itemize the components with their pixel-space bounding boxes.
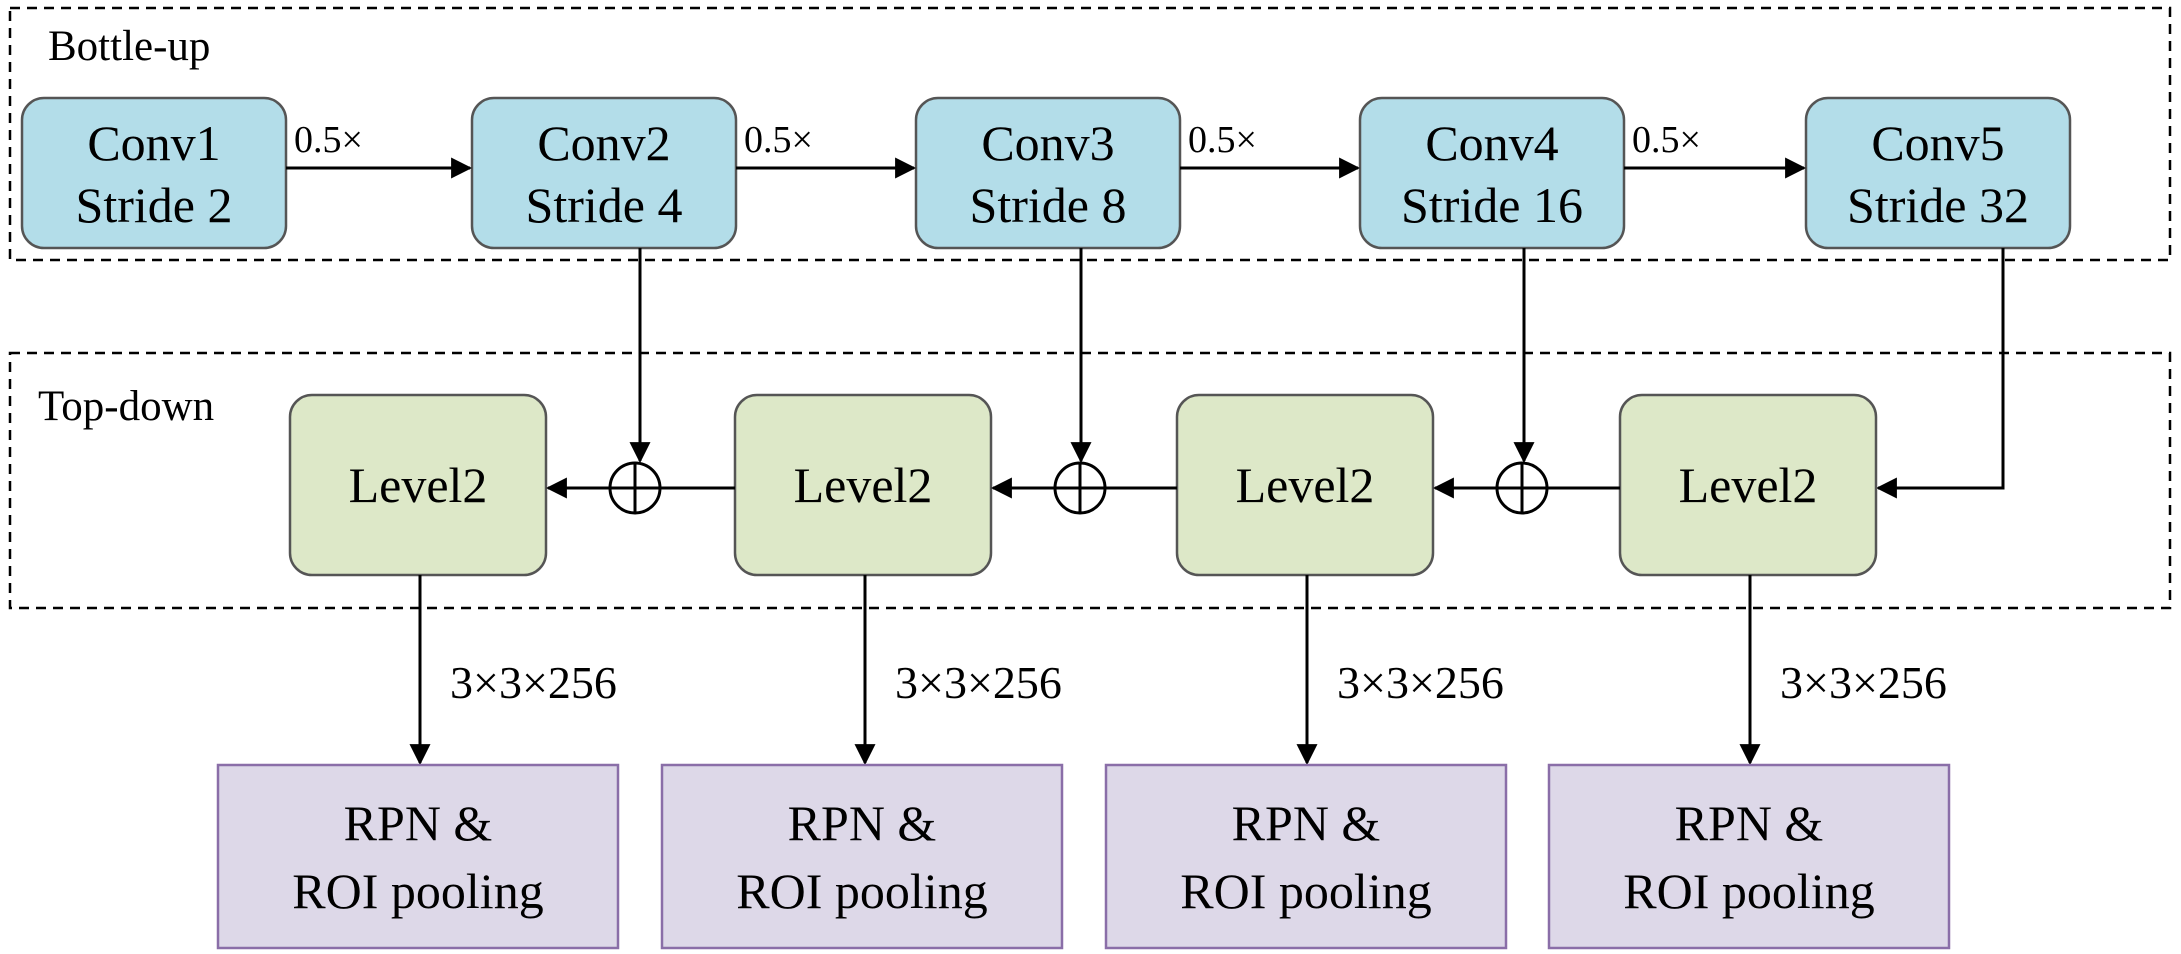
top-down-label: Top-down bbox=[38, 383, 214, 430]
sum-node bbox=[1495, 461, 1549, 515]
conv-arrows: 0.5× 0.5× 0.5× 0.5× bbox=[286, 119, 1807, 179]
head-block-line2: ROI pooling bbox=[1180, 863, 1431, 919]
downsample-label: 0.5× bbox=[744, 119, 813, 161]
level-blocks: Level2 Level2 Level2 Level2 bbox=[288, 393, 1878, 577]
conv-block-name: Conv2 bbox=[537, 115, 670, 171]
level-block-name: Level2 bbox=[794, 457, 933, 513]
sum-nodes bbox=[545, 461, 1620, 515]
conv-block-name: Conv3 bbox=[981, 115, 1114, 171]
kernel-label: 3×3×256 bbox=[895, 657, 1062, 708]
head-block-box bbox=[660, 763, 1064, 950]
conv-block-box bbox=[20, 96, 288, 250]
head-block-1: RPN & ROI pooling bbox=[216, 763, 620, 950]
downsample-label: 0.5× bbox=[1632, 119, 1701, 161]
conv-block-stride: Stride 8 bbox=[970, 177, 1127, 233]
head-block-line2: ROI pooling bbox=[292, 863, 543, 919]
conv-block-name: Conv5 bbox=[1871, 115, 2004, 171]
level-block-2: Level2 bbox=[733, 393, 993, 577]
head-block-box bbox=[216, 763, 620, 950]
level-block-4: Level2 bbox=[1618, 393, 1878, 577]
head-block-box bbox=[1104, 763, 1508, 950]
level-block-name: Level2 bbox=[1679, 457, 1818, 513]
head-block-box bbox=[1547, 763, 1951, 950]
lateral-connections bbox=[629, 248, 2005, 499]
level-block-1: Level2 bbox=[288, 393, 548, 577]
conv-block-name: Conv1 bbox=[87, 115, 220, 171]
bottom-up-label: Bottle-up bbox=[48, 23, 210, 70]
conv-block-stride: Stride 4 bbox=[526, 177, 683, 233]
downsample-label: 0.5× bbox=[294, 119, 363, 161]
head-block-line2: ROI pooling bbox=[736, 863, 987, 919]
top-down-frame bbox=[8, 351, 2172, 610]
head-block-line1: RPN & bbox=[1232, 795, 1381, 851]
head-block-4: RPN & ROI pooling bbox=[1547, 763, 1951, 950]
conv-block-stride: Stride 16 bbox=[1401, 177, 1583, 233]
conv-block-name: Conv4 bbox=[1425, 115, 1558, 171]
head-block-line2: ROI pooling bbox=[1623, 863, 1874, 919]
sum-node bbox=[608, 461, 662, 515]
head-block-line1: RPN & bbox=[788, 795, 937, 851]
kernel-label: 3×3×256 bbox=[1780, 657, 1947, 708]
level-block-box bbox=[1618, 393, 1878, 577]
level-block-3: Level2 bbox=[1175, 393, 1435, 577]
head-block-line1: RPN & bbox=[344, 795, 493, 851]
kernel-label: 3×3×256 bbox=[450, 657, 617, 708]
head-block-3: RPN & ROI pooling bbox=[1104, 763, 1508, 950]
kernel-label: 3×3×256 bbox=[1337, 657, 1504, 708]
sum-node bbox=[1053, 461, 1107, 515]
lateral-arrow-conv5 bbox=[1875, 248, 2005, 499]
conv-block-stride: Stride 32 bbox=[1847, 177, 2029, 233]
bottom-up-frame bbox=[8, 6, 2172, 262]
head-block-2: RPN & ROI pooling bbox=[660, 763, 1064, 950]
downsample-label: 0.5× bbox=[1188, 119, 1257, 161]
head-block-line1: RPN & bbox=[1675, 795, 1824, 851]
level-block-name: Level2 bbox=[1236, 457, 1375, 513]
level-block-name: Level2 bbox=[349, 457, 488, 513]
conv-block-stride: Stride 2 bbox=[76, 177, 233, 233]
